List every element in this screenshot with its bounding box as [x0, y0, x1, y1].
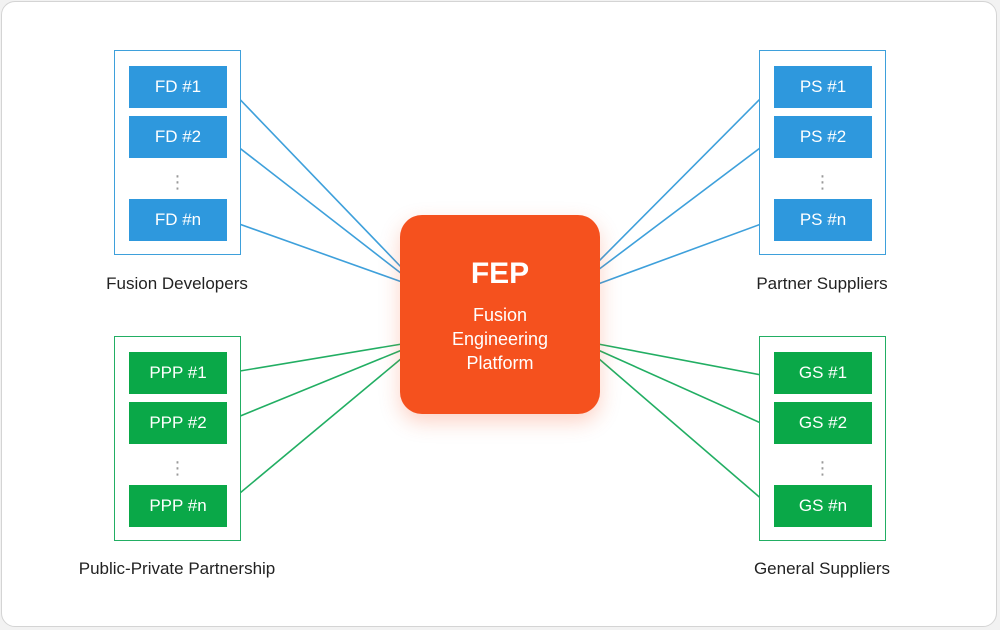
ellipsis-fd: ⋮ — [168, 172, 187, 192]
node-fd-2: FD #2 — [129, 116, 227, 158]
node-gs-1: GS #1 — [774, 352, 872, 394]
group-fusion-developers: FD #1 FD #2 ⋮ FD #n — [114, 50, 241, 255]
ellipsis-ps: ⋮ — [813, 172, 832, 192]
group-general-suppliers: GS #1 GS #2 ⋮ GS #n — [759, 336, 886, 541]
node-ppp-n: PPP #n — [129, 485, 227, 527]
node-ppp-2: PPP #2 — [129, 402, 227, 444]
group-partner-suppliers: PS #1 PS #2 ⋮ PS #n — [759, 50, 886, 255]
label-public-private-partnership: Public-Private Partnership — [78, 559, 276, 578]
label-fusion-developers: Fusion Developers — [106, 274, 248, 293]
connector-fep-ppp-1 — [227, 343, 403, 376]
connector-fep-fd-n — [227, 218, 403, 283]
hub-name-line-2: Engineering — [451, 329, 549, 349]
node-fd-1: FD #1 — [129, 66, 227, 108]
label-partner-suppliers: Partner Suppliers — [756, 274, 888, 293]
node-ps-1: PS #1 — [774, 66, 872, 108]
connector-fep-ps-1 — [597, 86, 773, 263]
hub-acronym: FEP — [470, 257, 530, 290]
hub-name-line-3: Platform — [466, 353, 534, 373]
hub-full-name: Fusion Engineering Platform — [400, 303, 600, 375]
connector-fep-ppp-2 — [227, 349, 403, 422]
connector-fep-fd-2 — [227, 138, 403, 275]
hub-name-line-1: Fusion — [472, 305, 528, 325]
fep-hub: FEP Fusion Engineering Platform — [400, 215, 600, 414]
connector-fep-gs-n — [597, 357, 773, 509]
ellipsis-gs: ⋮ — [813, 458, 832, 478]
connector-fep-gs-1 — [597, 343, 773, 380]
group-public-private-partnership: PPP #1 PPP #2 ⋮ PPP #n — [114, 336, 241, 541]
ellipsis-ppp: ⋮ — [168, 458, 187, 478]
node-ppp-1: PPP #1 — [129, 352, 227, 394]
node-ps-2: PS #2 — [774, 116, 872, 158]
node-gs-n: GS #n — [774, 485, 872, 527]
node-fd-n: FD #n — [129, 199, 227, 241]
connector-fep-ps-2 — [597, 138, 773, 271]
connector-fep-gs-2 — [597, 349, 773, 429]
label-general-suppliers: General Suppliers — [753, 559, 891, 578]
connector-fep-ppp-n — [227, 357, 403, 504]
connector-fep-ps-n — [597, 218, 773, 285]
node-gs-2: GS #2 — [774, 402, 872, 444]
node-ps-n: PS #n — [774, 199, 872, 241]
connector-fep-fd-1 — [227, 86, 403, 269]
